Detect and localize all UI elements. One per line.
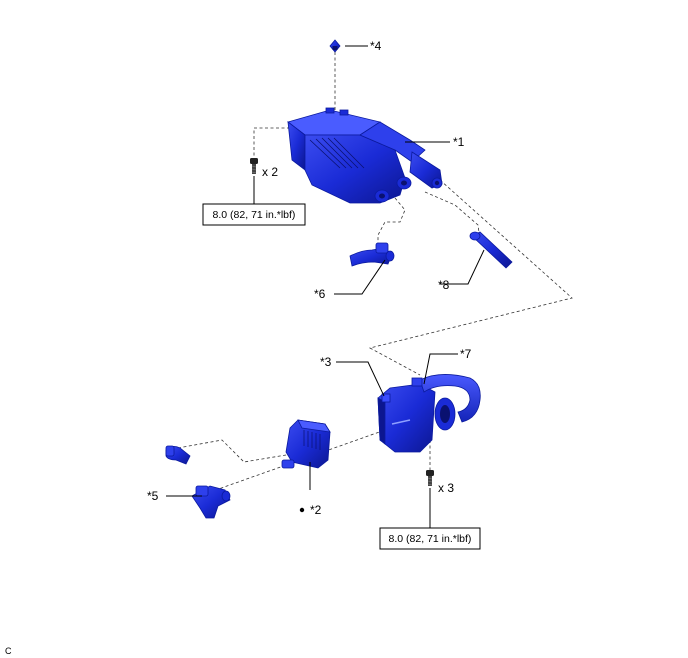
callout-3: *3 bbox=[320, 355, 332, 369]
alignment-lines bbox=[177, 52, 573, 493]
part-4-clip bbox=[329, 39, 341, 53]
callout-5: *5 bbox=[147, 489, 159, 503]
part-5-hose-clamp bbox=[191, 485, 231, 519]
callout-4: *4 bbox=[370, 39, 382, 53]
small-hose-connector bbox=[165, 445, 191, 465]
torque-box-upper: 8.0 (82, 71 in.*lbf) bbox=[202, 203, 306, 226]
callout-8: *8 bbox=[438, 278, 450, 292]
part-1-charcoal-canister bbox=[287, 107, 443, 204]
part-2-filter-block bbox=[281, 419, 331, 469]
bolt-upper-quantity: x 2 bbox=[262, 165, 278, 179]
bolt-upper bbox=[250, 158, 258, 174]
callout-6: *6 bbox=[314, 287, 326, 301]
callout-2: *2 bbox=[310, 503, 322, 517]
figure-code-label: C bbox=[5, 646, 12, 656]
torque-upper-value: 8.0 (82, 71 in.*lbf) bbox=[213, 209, 296, 221]
leader-lines bbox=[166, 45, 485, 528]
torque-lower-value: 8.0 (82, 71 in.*lbf) bbox=[389, 533, 472, 545]
part-7-valve-pipe bbox=[411, 374, 481, 431]
part-8-hose bbox=[469, 231, 513, 269]
torque-box-lower: 8.0 (82, 71 in.*lbf) bbox=[379, 527, 481, 550]
part-6-hose-connector bbox=[349, 242, 395, 267]
note-dot-icon bbox=[299, 507, 305, 513]
callout-7: *7 bbox=[460, 347, 472, 361]
bolt-lower bbox=[426, 470, 434, 486]
callout-1: *1 bbox=[453, 135, 465, 149]
bolt-lower-quantity: x 3 bbox=[438, 481, 454, 495]
part-3-bracket bbox=[377, 383, 436, 453]
